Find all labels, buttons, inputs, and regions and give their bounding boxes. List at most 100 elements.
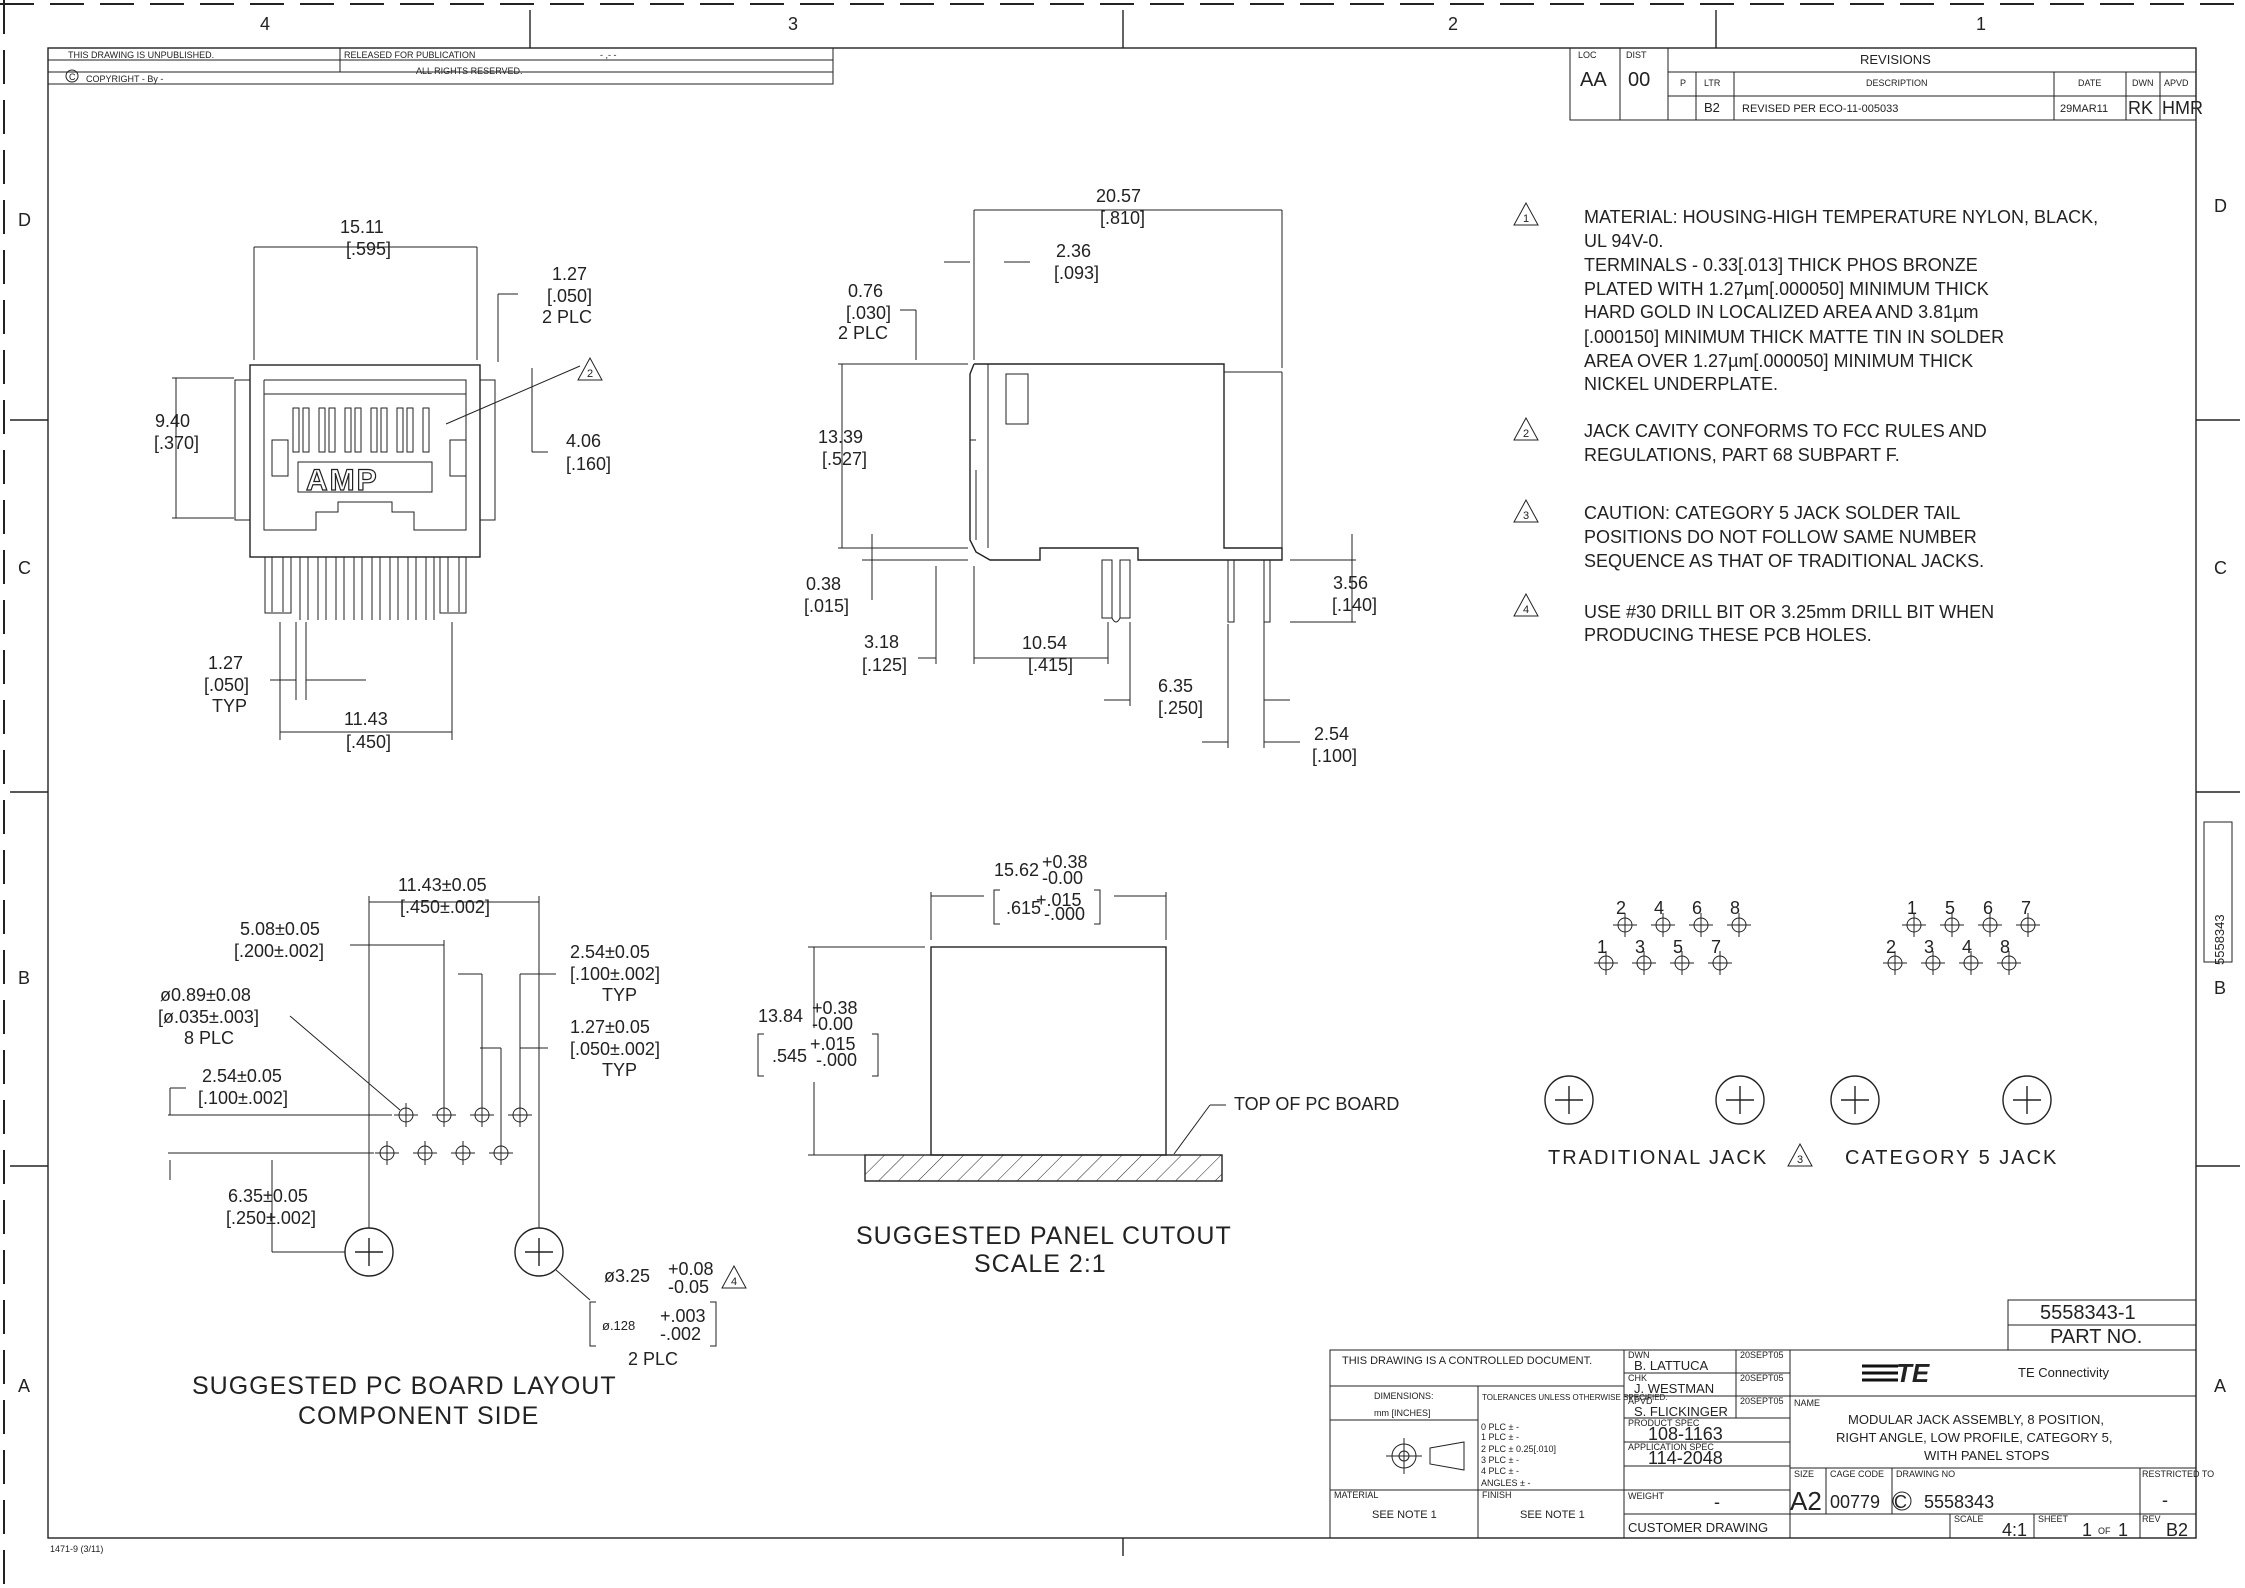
cat5-pin-label-4: 4 [1962,937,1972,957]
pcb-hole-dim: ø0.89±0.08 [160,985,251,1005]
pcb-post-row-dim: 6.35±0.05 [228,1186,308,1206]
pcb-hole-dim-in: [ø.035±.003] [158,1007,259,1027]
side-standoff-dim: 0.38 [806,574,841,594]
zone-col-2: 2 [1448,14,1458,34]
tol-row-0: 0 PLC ± - [1481,1422,1519,1432]
drawing-number: 5558343 [1924,1492,1994,1512]
side-height-dim-in: [.527] [822,449,867,469]
zone-row-d-left: D [18,210,31,230]
panel-cutout-title: SUGGESTED PANEL CUTOUT [856,1222,1232,1250]
side-a-dim: 2.36 [1056,241,1091,261]
tol-row-1: 1 PLC ± - [1481,1432,1519,1442]
trad-pin-label-1: 1 [1597,937,1607,957]
side-tail-dim-in: [.140] [1332,595,1377,615]
sheet-of: OF [2098,1526,2111,1536]
pcb-pitch-note: TYP [602,985,637,1005]
side-b-dim: 0.76 [848,281,883,301]
amp-logo: AMP [306,464,379,497]
zone-row-c-left: C [18,558,31,578]
side-length-dim: 20.57 [1096,186,1141,206]
trad-pin-label-8: 8 [1730,898,1740,918]
front-pin-pitch-note: TYP [212,696,247,716]
trad-pin-label-3: 3 [1635,937,1645,957]
cat5-pin-label-8: 8 [2000,937,2010,957]
apvd-date: 20SEPT05 [1740,1396,1784,1406]
pcb-span-dim: 11.43±0.05 [398,875,487,895]
pcb-layout-subtitle: COMPONENT SIDE [298,1402,539,1430]
rev-row-desc: REVISED PER ECO-11-005033 [1742,103,1898,115]
rev-row-date: 29MAR11 [2060,103,2108,115]
zone-row-b-left: B [18,968,30,988]
svg-text:1: 1 [1523,213,1529,225]
cutout-height-in-plus: +.015 [810,1034,856,1054]
rev-col-description: DESCRIPTION [1866,78,1928,88]
copyright-text: COPYRIGHT - By - [86,74,163,84]
unpublished-text: THIS DRAWING IS UNPUBLISHED. [68,50,214,60]
front-pitch-dim-in: [.050] [547,286,592,306]
note-1-line-2: UL 94V-0. [1584,231,1663,251]
side-tail-dim: 3.56 [1333,573,1368,593]
dimensions-label: DIMENSIONS: [1374,1391,1434,1401]
front-height-dim: 9.40 [155,411,190,431]
side-view: 20.57 [.810] 2.36 [.093] 0.76 [.030] 2 P… [804,186,1377,766]
cutout-width-in-plus: +.015 [1036,890,1082,910]
pcb-post-hole-dim-in: ø.128 [602,1318,635,1333]
product-spec-label: PRODUCT SPEC [1628,1418,1700,1428]
side-b-note: 2 PLC [838,323,888,343]
side-pitch-dim-in: [.100] [1312,746,1357,766]
front-height-dim-in: [.370] [154,433,199,453]
drawing-prefix: C [1894,1492,1907,1512]
traditional-jack-label: TRADITIONAL JACK [1548,1147,1768,1169]
cutout-height-dim-in: .545 [772,1046,807,1066]
size-value: A2 [1790,1486,1822,1516]
front-pin-pitch-dim-in: [.050] [204,675,249,695]
tol-row-5: ANGLES ± - [1481,1478,1530,1488]
panel-cutout: 15.62 +0.38 -0.00 .615 +.015 -.000 13.84… [757,852,1399,1278]
dwn-date: 20SEPT05 [1740,1350,1784,1360]
released-text: RELEASED FOR PUBLICATION [344,50,475,60]
application-spec: 114-2048 [1648,1448,1723,1468]
tol-row-2: 2 PLC ± 0.25[.010] [1481,1444,1556,1454]
name-label: NAME [1794,1398,1820,1408]
side-part-number: 5558343 [2212,914,2227,965]
cat5-pin-label-5: 5 [1945,898,1955,918]
note-3-line-1: CAUTION: CATEGORY 5 JACK SOLDER TAIL [1584,503,1960,523]
apvd-name: S. FLICKINGER [1634,1404,1728,1419]
side-standoff-dim-in: [.015] [804,596,849,616]
pcb-stagger-dim: 1.27±0.05 [570,1017,650,1037]
dist-value: 00 [1628,69,1650,91]
trad-pin-label-4: 4 [1654,898,1664,918]
side-row-dim-in: [.250] [1158,698,1203,718]
trad-pin-label-2: 2 [1616,898,1626,918]
rev-row-dwn: RK [2128,98,2153,118]
front-pin-pitch-dim: 1.27 [208,653,243,673]
pcb-post-hole-in-plus: +.003 [660,1306,706,1326]
controlled-document: THIS DRAWING IS A CONTROLLED DOCUMENT. [1342,1355,1592,1367]
pcb-post-hole-tol-minus: -0.05 [668,1277,709,1297]
zone-row-c-right: C [2214,558,2227,578]
tol-row-4: 4 PLC ± - [1481,1466,1519,1476]
side-length-dim-in: [.810] [1100,208,1145,228]
weight-value: - [1714,1492,1720,1512]
cutout-height-dim: 13.84 [758,1006,803,1026]
front-stop-dim-in: [.160] [566,454,611,474]
zone-labels: 4 3 2 1 D C B A D C B A [18,14,2227,1396]
title-block: 5558343-1 PART NO. THIS DRAWING IS A CON… [1329,1299,2214,1540]
scale-label: SCALE [1954,1514,1984,1524]
te-logo-text: TE [1896,1358,1930,1388]
trad-pin-label-7: 7 [1711,937,1721,957]
solder-tails [271,557,460,620]
apvd-label: APVD [1628,1396,1653,1406]
projection-symbol-icon [1386,1438,1465,1474]
cutout-width-plus: +0.38 [1042,852,1088,872]
cat5-pin-label-3: 3 [1924,937,1934,957]
note-1-line-3: TERMINALS - 0.33[.013] THICK PHOS BRONZE [1584,255,1978,275]
side-row-dim: 6.35 [1158,676,1193,696]
company-name: TE Connectivity [2018,1365,2110,1380]
note-4-line-2: PRODUCING THESE PCB HOLES. [1584,625,1872,645]
finish-label: FINISH [1482,1490,1512,1500]
material-label: MATERIAL [1334,1490,1378,1500]
note-2-line-2: REGULATIONS, PART 68 SUBPART F. [1584,445,1900,465]
pcb-post-row-dim-in: [.250±.002] [226,1208,316,1228]
